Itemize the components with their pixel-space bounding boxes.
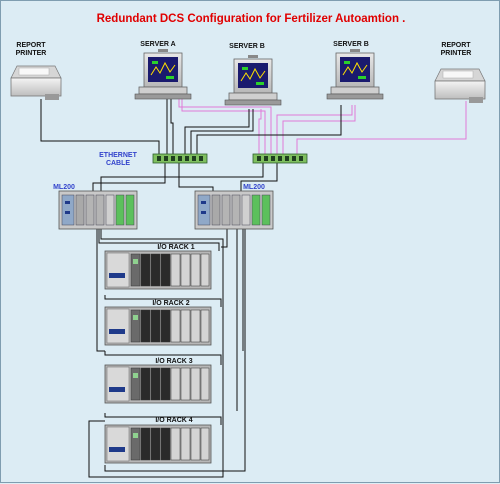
printer-left-label-line1: REPORT xyxy=(16,42,46,49)
server-b-right: SERVER B xyxy=(326,41,384,100)
io-rack-icon xyxy=(104,250,212,290)
controller-left-label: ML200 xyxy=(53,184,75,191)
io-rack-1: I/O RACK 1 xyxy=(104,244,212,290)
io-rack-icon xyxy=(104,306,212,346)
io-rack-2: I/O RACK 2 xyxy=(104,300,212,346)
workstation-icon xyxy=(134,48,192,100)
ethernet-switch-right xyxy=(252,153,308,164)
server-a: SERVER A xyxy=(134,41,192,100)
diagram-title: Redundant DCS Configuration for Fertiliz… xyxy=(97,13,406,25)
printer-right-label-line1: REPORT xyxy=(441,42,471,49)
controller-right-label: ML200 xyxy=(243,184,265,191)
io-rack-3-label: I/O RACK 3 xyxy=(155,358,192,365)
printer-left-label-line2: PRINTER xyxy=(16,50,47,57)
ethernet-switch-left xyxy=(152,153,208,164)
server-b-center-label: SERVER B xyxy=(229,43,265,50)
io-rack-1-label: I/O RACK 1 xyxy=(157,244,194,251)
io-rack-icon xyxy=(104,424,212,464)
controller-ml200-left: ML200 xyxy=(53,184,138,230)
report-printer-right: REPORT PRINTER xyxy=(434,42,486,104)
workstation-icon xyxy=(224,54,282,106)
network-cables xyxy=(40,97,467,478)
server-a-label: SERVER A xyxy=(140,41,175,48)
ethernet-label-line2: CABLE xyxy=(106,160,130,167)
report-printer-left: REPORT PRINTER xyxy=(10,42,62,101)
io-rack-3: I/O RACK 3 xyxy=(104,358,212,404)
server-b-center: SERVER B xyxy=(224,43,282,106)
io-rack-4-label: I/O RACK 4 xyxy=(155,417,192,424)
io-rack-icon xyxy=(104,364,212,404)
io-rack-2-label: I/O RACK 2 xyxy=(152,300,189,307)
ethernet-label-line1: ETHERNET xyxy=(99,152,137,159)
printer-icon xyxy=(10,65,62,101)
plc-icon xyxy=(194,190,274,230)
io-rack-4: I/O RACK 4 xyxy=(104,417,212,464)
printer-icon xyxy=(434,68,486,104)
controller-ml200-right: ML200 xyxy=(194,184,274,230)
printer-right-label-line2: PRINTER xyxy=(441,50,472,57)
plc-icon xyxy=(58,190,138,230)
server-b-right-label: SERVER B xyxy=(333,41,369,48)
workstation-icon xyxy=(326,48,384,100)
